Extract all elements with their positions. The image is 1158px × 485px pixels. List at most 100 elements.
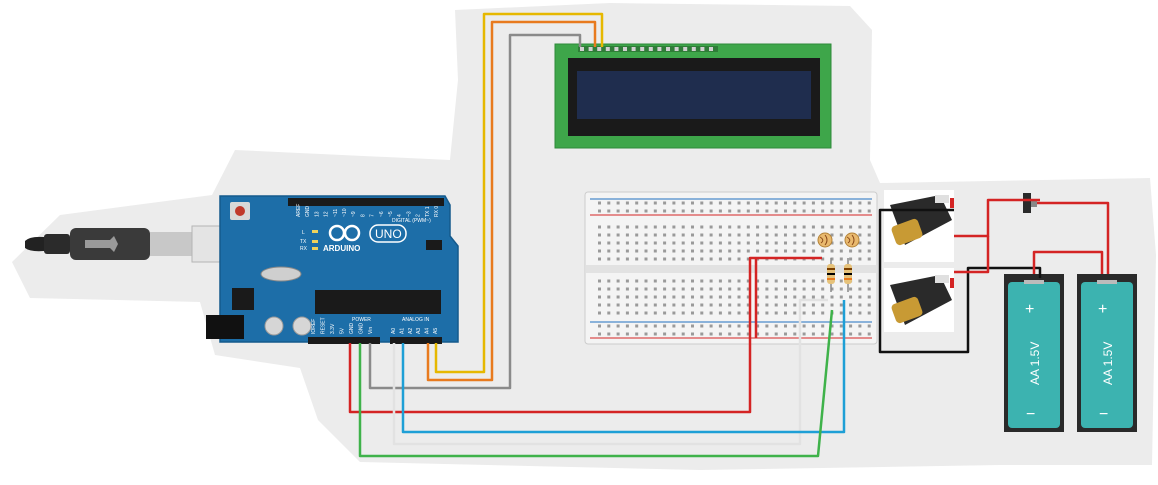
breadboard-hole[interactable] (616, 257, 620, 261)
breadboard-hole[interactable] (858, 241, 862, 245)
breadboard-hole[interactable] (728, 257, 732, 261)
breadboard-hole[interactable] (635, 311, 639, 315)
breadboard-hole[interactable] (672, 324, 676, 328)
breadboard-hole[interactable] (821, 295, 825, 299)
breadboard-hole[interactable] (672, 295, 676, 299)
lcd-pin[interactable] (666, 47, 670, 51)
breadboard-hole[interactable] (672, 257, 676, 261)
breadboard-hole[interactable] (644, 241, 648, 245)
breadboard-hole[interactable] (718, 332, 722, 336)
breadboard-hole[interactable] (718, 279, 722, 283)
breadboard-hole[interactable] (607, 332, 611, 336)
breadboard-hole[interactable] (793, 225, 797, 229)
breadboard-hole[interactable] (718, 311, 722, 315)
breadboard-hole[interactable] (737, 311, 741, 315)
breadboard-hole[interactable] (821, 311, 825, 315)
breadboard-hole[interactable] (598, 257, 601, 261)
breadboard-hole[interactable] (756, 209, 760, 213)
breadboard-hole[interactable] (849, 249, 853, 253)
breadboard-hole[interactable] (830, 324, 834, 328)
lcd-pin[interactable] (597, 47, 602, 51)
breadboard-hole[interactable] (839, 279, 843, 283)
breadboard-hole[interactable] (728, 209, 732, 213)
breadboard-hole[interactable] (830, 249, 834, 253)
breadboard-hole[interactable] (709, 303, 713, 307)
breadboard-hole[interactable] (709, 241, 713, 245)
breadboard-hole[interactable] (653, 279, 657, 283)
breadboard-hole[interactable] (653, 209, 657, 213)
breadboard-hole[interactable] (746, 303, 750, 307)
breadboard-hole[interactable] (802, 209, 806, 213)
breadboard-hole[interactable] (849, 303, 853, 307)
breadboard-hole[interactable] (830, 257, 834, 261)
lcd-pin[interactable] (657, 47, 662, 51)
breadboard-hole[interactable] (663, 225, 667, 229)
breadboard-hole[interactable] (867, 233, 871, 237)
breadboard-hole[interactable] (811, 249, 815, 253)
breadboard-hole[interactable] (802, 249, 806, 253)
breadboard-hole[interactable] (839, 241, 843, 245)
breadboard-hole[interactable] (709, 287, 713, 291)
breadboard-hole[interactable] (765, 332, 769, 336)
breadboard-hole[interactable] (672, 332, 676, 336)
breadboard-hole[interactable] (802, 332, 806, 336)
breadboard-hole[interactable] (728, 225, 732, 229)
breadboard-hole[interactable] (700, 287, 704, 291)
breadboard-hole[interactable] (746, 233, 750, 237)
breadboard-hole[interactable] (672, 287, 676, 291)
breadboard-hole[interactable] (746, 279, 750, 283)
breadboard-hole[interactable] (746, 201, 750, 205)
breadboard-hole[interactable] (616, 249, 620, 253)
breadboard-hole[interactable] (672, 311, 676, 315)
breadboard-hole[interactable] (858, 324, 862, 328)
breadboard-hole[interactable] (635, 332, 639, 336)
resistor-2[interactable] (844, 258, 852, 292)
lcd-pin[interactable] (691, 47, 696, 51)
breadboard-hole[interactable] (625, 311, 629, 315)
breadboard-hole[interactable] (839, 287, 843, 291)
breadboard-hole[interactable] (718, 241, 722, 245)
wire-gray[interactable] (368, 33, 582, 390)
breadboard-hole[interactable] (709, 209, 713, 213)
breadboard-hole[interactable] (607, 201, 611, 205)
breadboard-hole[interactable] (765, 241, 769, 245)
breadboard-hole[interactable] (598, 303, 601, 307)
breadboard-hole[interactable] (849, 332, 853, 336)
breadboard-hole[interactable] (709, 225, 713, 229)
breadboard-hole[interactable] (821, 324, 825, 328)
breadboard-hole[interactable] (811, 225, 815, 229)
breadboard-hole[interactable] (598, 295, 601, 299)
breadboard-hole[interactable] (681, 279, 685, 283)
breadboard-hole[interactable] (625, 249, 629, 253)
breadboard-hole[interactable] (635, 241, 639, 245)
breadboard-hole[interactable] (737, 332, 741, 336)
breadboard-hole[interactable] (774, 311, 778, 315)
breadboard-hole[interactable] (625, 201, 629, 205)
breadboard-hole[interactable] (793, 295, 797, 299)
breadboard-hole[interactable] (607, 279, 611, 283)
breadboard-hole[interactable] (849, 225, 853, 229)
breadboard-hole[interactable] (653, 201, 657, 205)
lcd-pin[interactable] (674, 47, 679, 51)
breadboard-hole[interactable] (774, 324, 778, 328)
breadboard-hole[interactable] (681, 287, 685, 291)
breadboard-hole[interactable] (756, 332, 760, 336)
breadboard-hole[interactable] (784, 233, 787, 237)
breadboard-hole[interactable] (756, 287, 760, 291)
breadboard-hole[interactable] (681, 332, 685, 336)
breadboard-hole[interactable] (691, 324, 694, 328)
breadboard-hole[interactable] (746, 332, 750, 336)
breadboard-hole[interactable] (821, 287, 825, 291)
breadboard-hole[interactable] (756, 295, 760, 299)
breadboard-hole[interactable] (830, 209, 834, 213)
breadboard-hole[interactable] (839, 295, 843, 299)
breadboard-hole[interactable] (756, 233, 760, 237)
breadboard-hole[interactable] (765, 311, 769, 315)
breadboard-hole[interactable] (774, 332, 778, 336)
breadboard-hole[interactable] (598, 287, 601, 291)
breadboard-hole[interactable] (700, 233, 704, 237)
breadboard-hole[interactable] (700, 225, 704, 229)
breadboard-hole[interactable] (802, 303, 806, 307)
wire-battery-link[interactable] (1032, 250, 1104, 274)
breadboard-hole[interactable] (653, 257, 657, 261)
